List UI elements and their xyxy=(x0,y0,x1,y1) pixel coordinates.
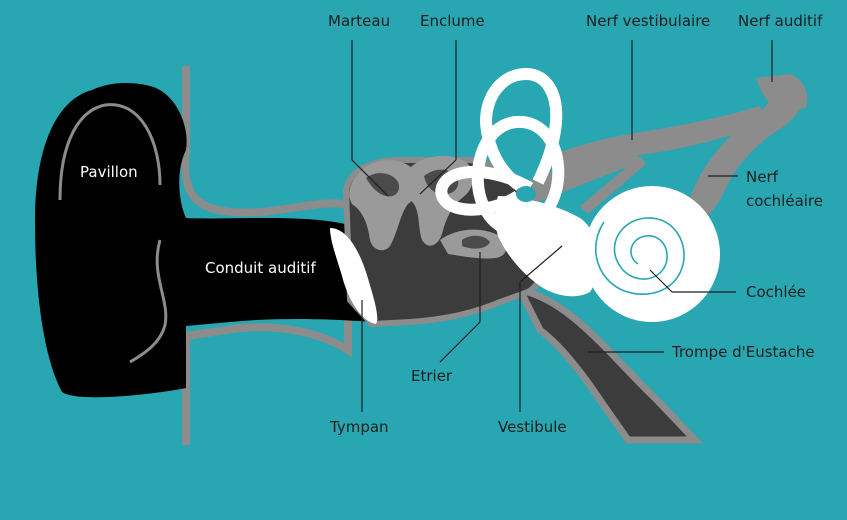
label-etrier: Etrier xyxy=(411,367,453,385)
label-nerf-vestibulaire: Nerf vestibulaire xyxy=(586,12,710,30)
label-nerf-cochleaire-2: cochléaire xyxy=(746,192,823,210)
pinna xyxy=(35,83,187,397)
label-cochlee: Cochlée xyxy=(746,283,806,301)
canal-hole xyxy=(516,186,536,202)
label-conduit-auditif: Conduit auditif xyxy=(205,259,316,277)
label-vestibule: Vestibule xyxy=(498,418,567,436)
label-nerf-auditif: Nerf auditif xyxy=(738,12,823,30)
label-nerf-cochleaire-1: Nerf xyxy=(746,168,779,186)
label-enclume: Enclume xyxy=(420,12,485,30)
label-marteau: Marteau xyxy=(328,12,390,30)
label-tympan: Tympan xyxy=(329,418,389,436)
leader-etrier-diag xyxy=(440,322,480,362)
cochlea xyxy=(584,186,720,322)
label-pavillon: Pavillon xyxy=(80,163,138,181)
auditory-nerve-tip xyxy=(756,74,807,112)
label-trompe-eustache: Trompe d'Eustache xyxy=(671,343,815,361)
